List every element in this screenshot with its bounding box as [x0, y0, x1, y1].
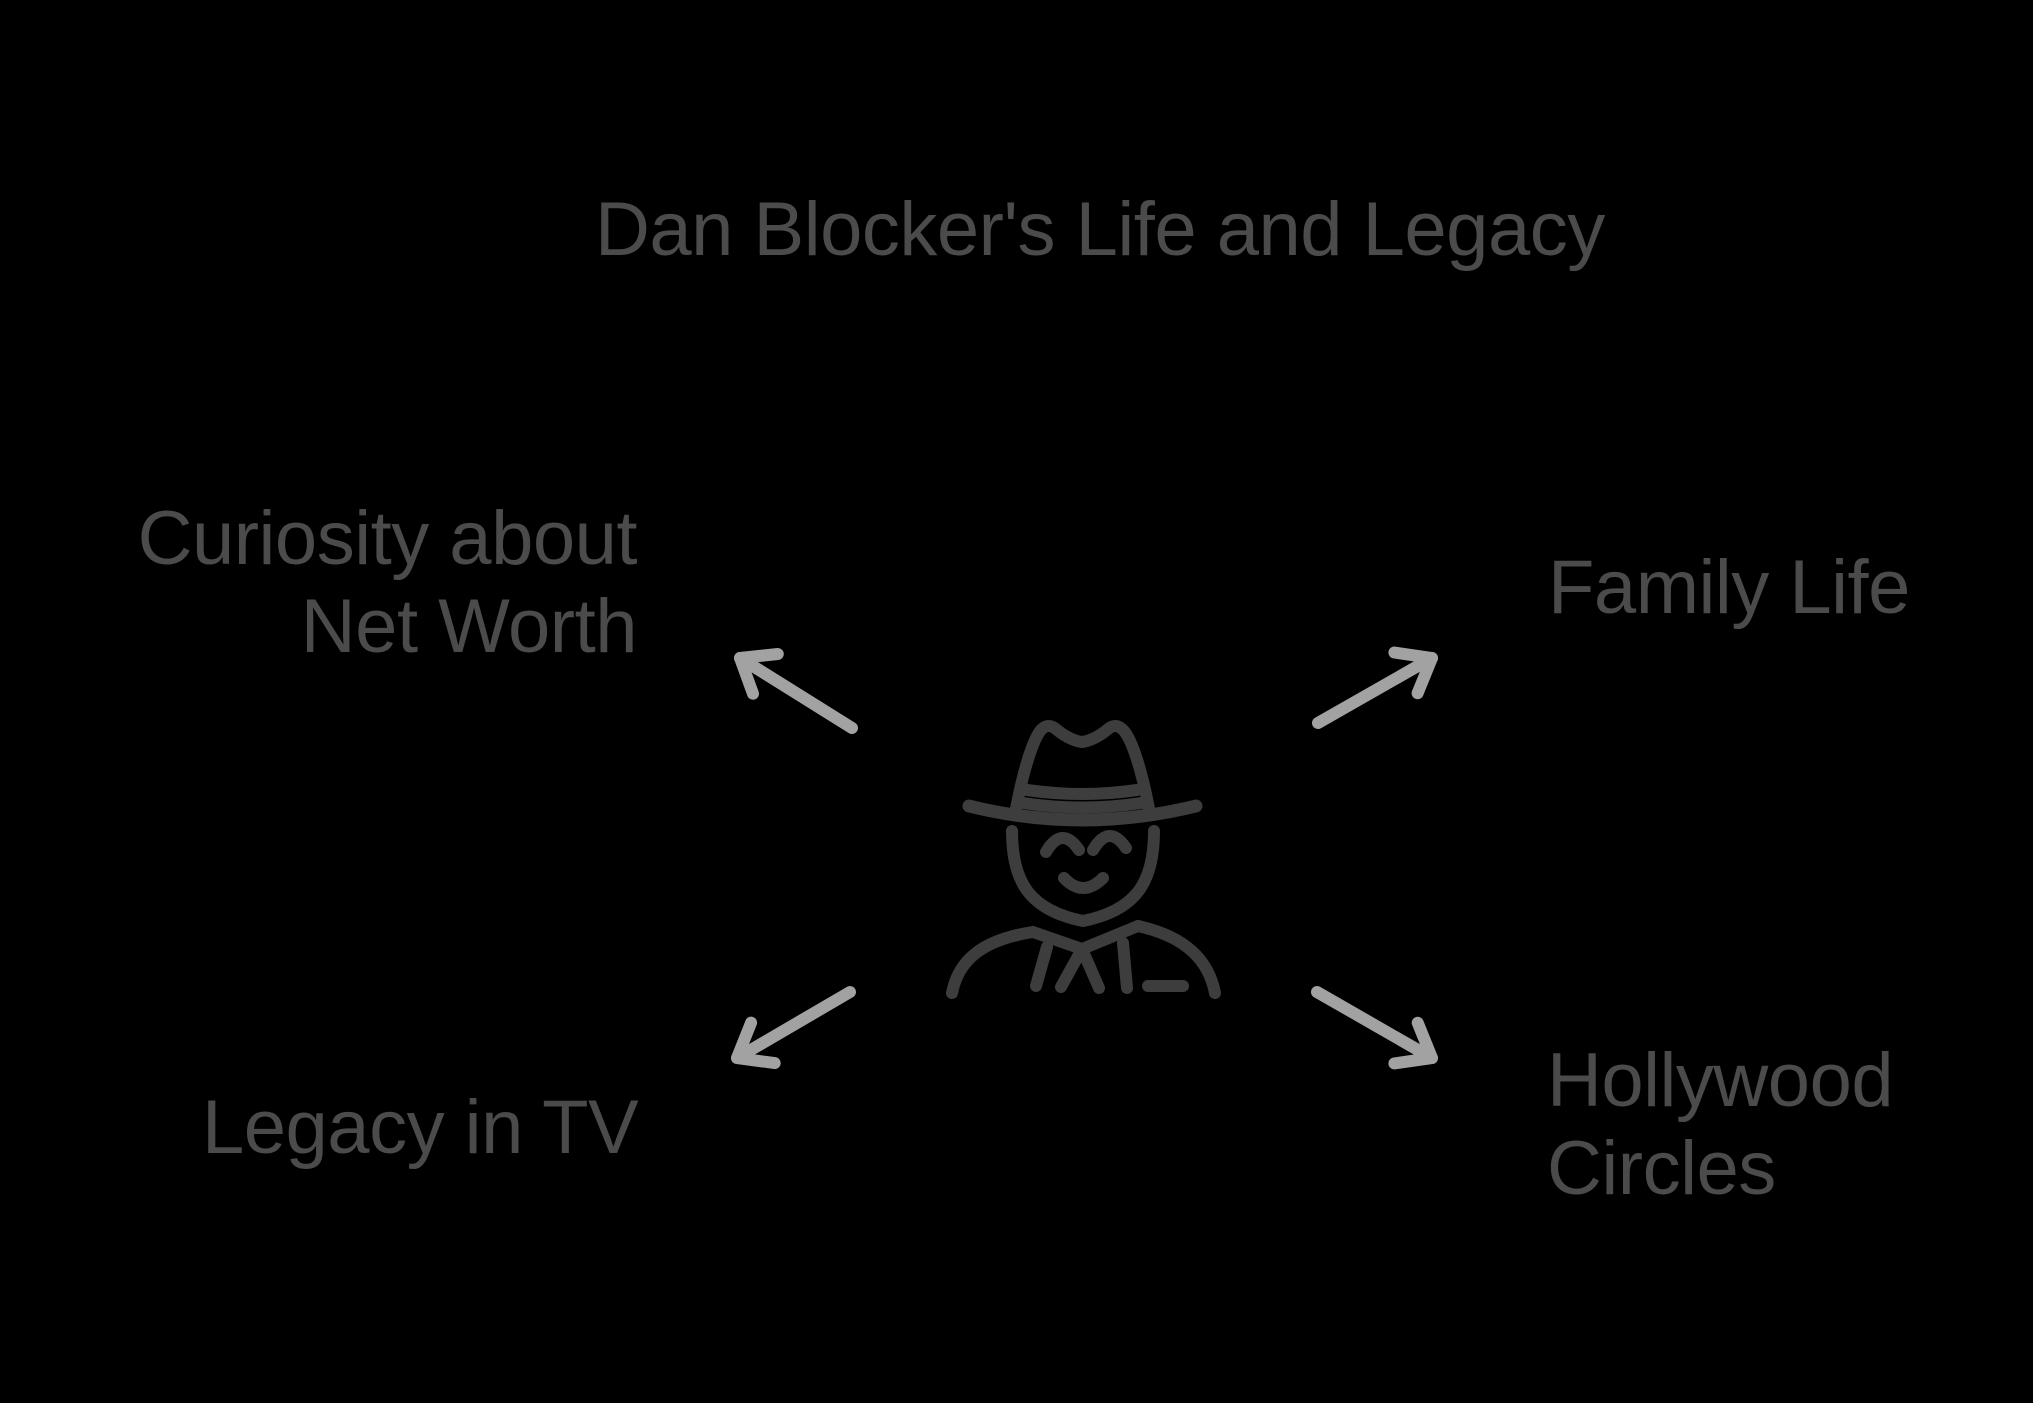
- node-label-legacy-in-tv: Legacy in TV: [202, 1085, 639, 1170]
- node-label-family-life: Family Life: [1548, 545, 1910, 630]
- arrow-top-left-icon: [734, 648, 858, 734]
- node-label-hollywood-circles: Hollywood Circles: [1547, 1038, 1894, 1211]
- cowboy-avatar-icon: [946, 720, 1221, 999]
- node-label-curiosity-about-net-worth: Curiosity about Net Worth: [137, 496, 638, 669]
- cowboy-face: [1006, 825, 1160, 927]
- arrow-top-right-icon: [1312, 646, 1438, 729]
- cowboy-hat: [962, 720, 1203, 827]
- arrow-bottom-right-icon: [1311, 986, 1438, 1070]
- arrow-bottom-left-icon: [731, 986, 856, 1070]
- diagram-title: Dan Blocker's Life and Legacy: [595, 187, 1605, 272]
- cowboy-body: [946, 920, 1221, 999]
